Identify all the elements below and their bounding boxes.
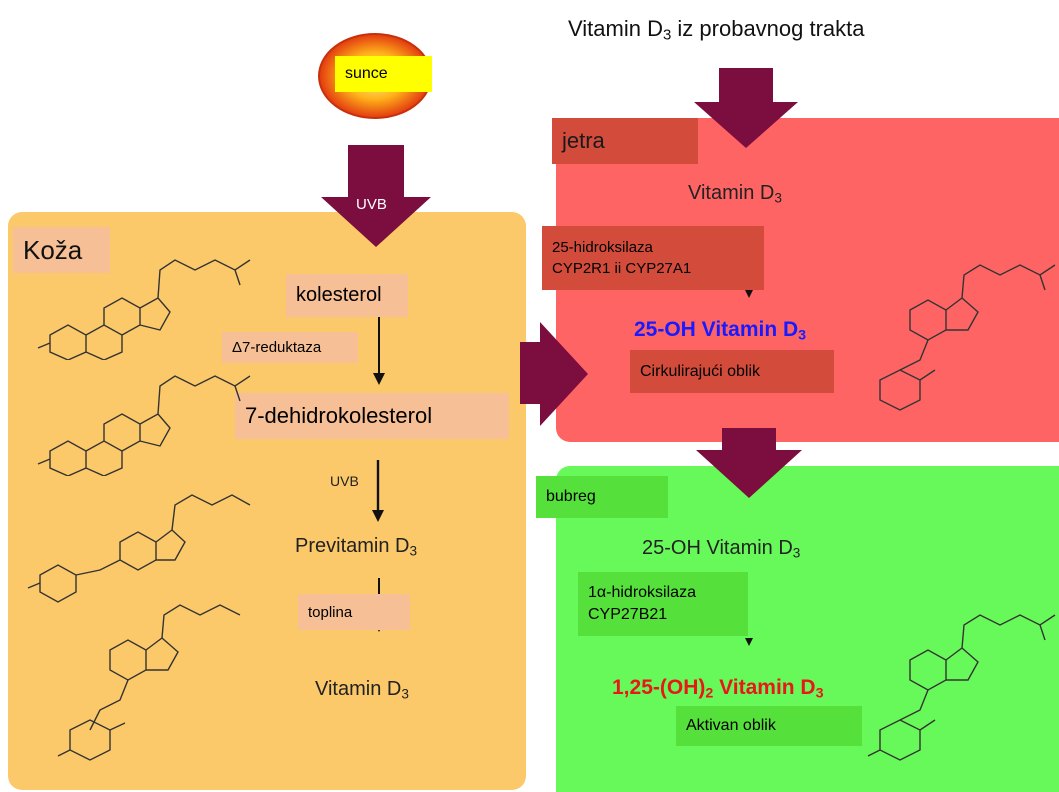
liver-product-label: 25-OH Vitamin D3 xyxy=(634,318,807,344)
dehydrocholesterol-structure xyxy=(37,375,251,476)
sun-label: sunce xyxy=(335,56,432,92)
vitamin-d3-structure xyxy=(57,604,241,761)
skin-panel xyxy=(8,212,526,790)
diet-source-title: Vitamin D3 iz probavnog trakta xyxy=(568,16,865,44)
reductase-label: Δ7-reduktaza xyxy=(222,332,358,363)
skin-vitamin-d3-label: Vitamin D3 xyxy=(315,678,409,702)
arrow-down-icon xyxy=(373,317,385,385)
liver-vitamin-d3-label: Vitamin D3 xyxy=(688,182,782,206)
kidney-product-label: 1,25-(OH)2 Vitamin D3 xyxy=(612,676,824,702)
previtamin-structure xyxy=(27,494,251,603)
kidney-enzyme-label: 1α-hidroksilaza CYP27B21 xyxy=(578,572,748,636)
uvb-arrow-label: UVB xyxy=(356,196,387,213)
skin-to-liver-arrow xyxy=(520,322,588,426)
diet-arrow xyxy=(694,68,798,148)
uvb-label: UVB xyxy=(330,473,359,489)
active-form-label: Aktivan oblik xyxy=(676,706,862,746)
arrow-down-icon xyxy=(745,290,753,298)
circulating-form-label: Cirkulirajući oblik xyxy=(630,350,834,393)
liver-title: jetra xyxy=(552,118,698,164)
cholesterol-structure xyxy=(37,259,251,360)
cholesterol-label: kolesterol xyxy=(286,274,408,317)
kidney-title: bubreg xyxy=(536,476,668,518)
arrow-down-icon xyxy=(372,460,384,522)
skin-title: Koža xyxy=(13,227,110,273)
liver-to-kidney-arrow xyxy=(696,428,802,498)
calcidiol-structure xyxy=(879,264,1056,411)
kidney-substrate-label: 25-OH Vitamin D3 xyxy=(642,537,801,561)
liver-enzyme-label: 25-hidroksilaza CYP2R1 ii CYP27A1 xyxy=(542,226,764,290)
previtamin-label: Previtamin D3 xyxy=(295,535,418,559)
arrow-down-icon xyxy=(745,638,753,646)
uvb-arrow xyxy=(321,145,431,247)
heat-label: toplina xyxy=(298,594,410,630)
calcitriol-structure xyxy=(867,614,1056,761)
dehydrocholesterol-label: 7-dehidrokolesterol xyxy=(235,393,509,439)
